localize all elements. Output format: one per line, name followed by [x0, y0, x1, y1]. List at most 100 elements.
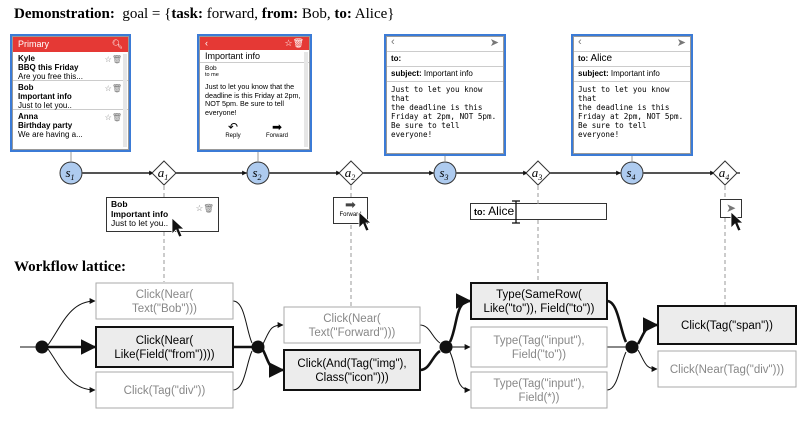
compose-body: Just to let you know that the deadline i… [391, 85, 497, 139]
lattice-junction-dot [625, 340, 639, 354]
lattice-box-rect [95, 371, 234, 409]
lattice-edge [262, 322, 284, 345]
action-diamond [338, 160, 364, 186]
inbox-item-subject: BBQ this Friday [18, 63, 79, 72]
lattice-box-text: Click(Tag("div")) [124, 385, 206, 397]
email-actions: ↶ Reply ➡︎ Forward [200, 121, 309, 145]
to-label: to: [391, 54, 402, 63]
state-label: s1 [65, 165, 74, 182]
goal-to-key: to: [334, 6, 352, 22]
forward-icon: ➡︎ [345, 197, 356, 212]
compose-toolbar: ‹ ➤ [574, 37, 690, 52]
state-subscript: 2 [258, 173, 262, 182]
reply-label: Reply [225, 133, 241, 139]
crop-name: Bob [111, 199, 128, 209]
lattice-box: Click(Near(Text("Bob"))) [95, 282, 234, 320]
scrollbar [123, 54, 127, 147]
lattice-box-rect [470, 326, 608, 368]
subject-label: subject: [578, 69, 609, 78]
lattice-box-rect [95, 282, 234, 320]
to-label: to: [474, 207, 486, 217]
inbox-item-name: Bob [18, 83, 34, 92]
forward-label: Forward [265, 133, 288, 139]
send-icon: ➤ [725, 201, 737, 215]
action-label: a1 [158, 165, 169, 182]
text-cursor-icon [512, 200, 520, 224]
lattice-box: Type(SameRow(Like("to")), Field("to")) [470, 282, 608, 320]
lattice-edge [449, 351, 471, 393]
inbox-item-subject: Birthday party [18, 121, 73, 130]
action-label: a3 [532, 165, 543, 182]
lattice-box-text: Text("Bob"))) [132, 303, 197, 315]
back-icon: ‹ [205, 38, 208, 48]
lattice-box: Click(And(Tag("img"),Class("icon"))) [283, 349, 421, 391]
send-icon: ➤ [489, 37, 499, 49]
state-node: s2 [246, 161, 270, 185]
email-to: to me [205, 72, 219, 78]
lattice-edge [232, 300, 253, 344]
lattice-box-rect [470, 282, 608, 320]
dashed-guides [163, 186, 726, 306]
inbox-item-preview: We are having a... [18, 130, 83, 139]
inbox-header: Primary 🔍︎ [13, 37, 128, 52]
action-node: a2 [338, 160, 364, 186]
lattice-edge [232, 350, 253, 391]
inbox-item-name: Kyle [18, 54, 35, 63]
lattice-box-text: Like(Field("from")))) [114, 349, 214, 361]
subject-label: subject: [391, 69, 422, 78]
crop-subject: Important info [111, 208, 169, 219]
lattice-edge-bold [261, 349, 285, 378]
inbox-item-preview: Just to let you.. [18, 101, 72, 110]
goal-to-val: Alice} [351, 6, 395, 22]
mouse-pointer-icon [730, 211, 745, 232]
mouse-pointer-icon [171, 217, 186, 238]
action-subscript: 3 [537, 173, 542, 182]
action-label: a2 [345, 165, 356, 182]
compose-to-field: to: Alice [574, 52, 690, 67]
lattice-box: Type(Tag("input"),Field("to")) [470, 326, 608, 368]
lattice-box: Click(Near(Text("Forward"))) [283, 306, 421, 344]
inbox-item-preview: Are you free this... [18, 72, 83, 81]
goal-task-key: task: [171, 6, 203, 22]
action-node: a4 [712, 160, 738, 186]
inbox-item-name: Anna [18, 112, 38, 121]
inbox-item-bob: Bob Important info Just to let you.. ☆🗑︎ [13, 81, 128, 110]
mouse-pointer-icon [358, 211, 373, 232]
lattice-edge-bold [636, 317, 659, 345]
lattice-box-text: Click(Tag("span")) [681, 320, 773, 332]
lattice-box-text: Click(And(Tag("img"), [297, 358, 406, 370]
action-node: a3 [525, 160, 551, 186]
compose-body: Just to let you know that the deadline i… [578, 85, 684, 139]
lattice-box-text: Like("to")), Field("to")) [484, 303, 595, 315]
lattice-box: Click(Near(Like(Field("from")))) [95, 326, 234, 368]
lattice-edge-bold [606, 299, 628, 343]
screenshot-email: ‹ ☆🗑︎ Important info Bob to me Just to l… [197, 34, 312, 152]
inbox-header-label: Primary [18, 39, 49, 49]
demo-label: Demonstration: [14, 6, 115, 22]
lattice-edge-bold [419, 349, 441, 372]
action-diamond [525, 160, 551, 186]
forward-icon: ➡︎ [271, 120, 283, 134]
crop-bob-item: Bob Important info Just to let you.. ☆🗑︎ [106, 197, 219, 232]
compose-subject-field: subject: Important info [574, 67, 690, 82]
email-from: Bob [205, 65, 217, 72]
lattice-junction-dot [439, 340, 453, 354]
star-trash-icons: ☆🗑︎ [195, 203, 214, 213]
screen-connectors [70, 152, 633, 162]
lattice-edge [637, 349, 658, 372]
subject-value: Important info [608, 69, 660, 78]
inbox-item-anna: Anna Birthday party We are having a... ☆… [13, 110, 128, 139]
star-trash-icons: ☆🗑︎ [284, 38, 305, 48]
inbox-item-subject: Important info [18, 92, 72, 101]
action-subscript: 1 [164, 173, 168, 182]
star-trash-icons: ☆🗑︎ [104, 84, 122, 93]
compose-to-field: to: [387, 52, 503, 67]
screenshot-inbox: Primary 🔍︎ Kyle BBQ this Friday Are you … [10, 34, 131, 152]
lattice-edge [419, 324, 441, 344]
lattice-box: Click(Near(Tag("div"))) [657, 350, 797, 388]
lattice-box-rect [283, 306, 421, 344]
lattice-title: Workflow lattice: [14, 259, 127, 275]
lattice-edge-bold [448, 293, 472, 343]
action-diamond [712, 160, 738, 186]
